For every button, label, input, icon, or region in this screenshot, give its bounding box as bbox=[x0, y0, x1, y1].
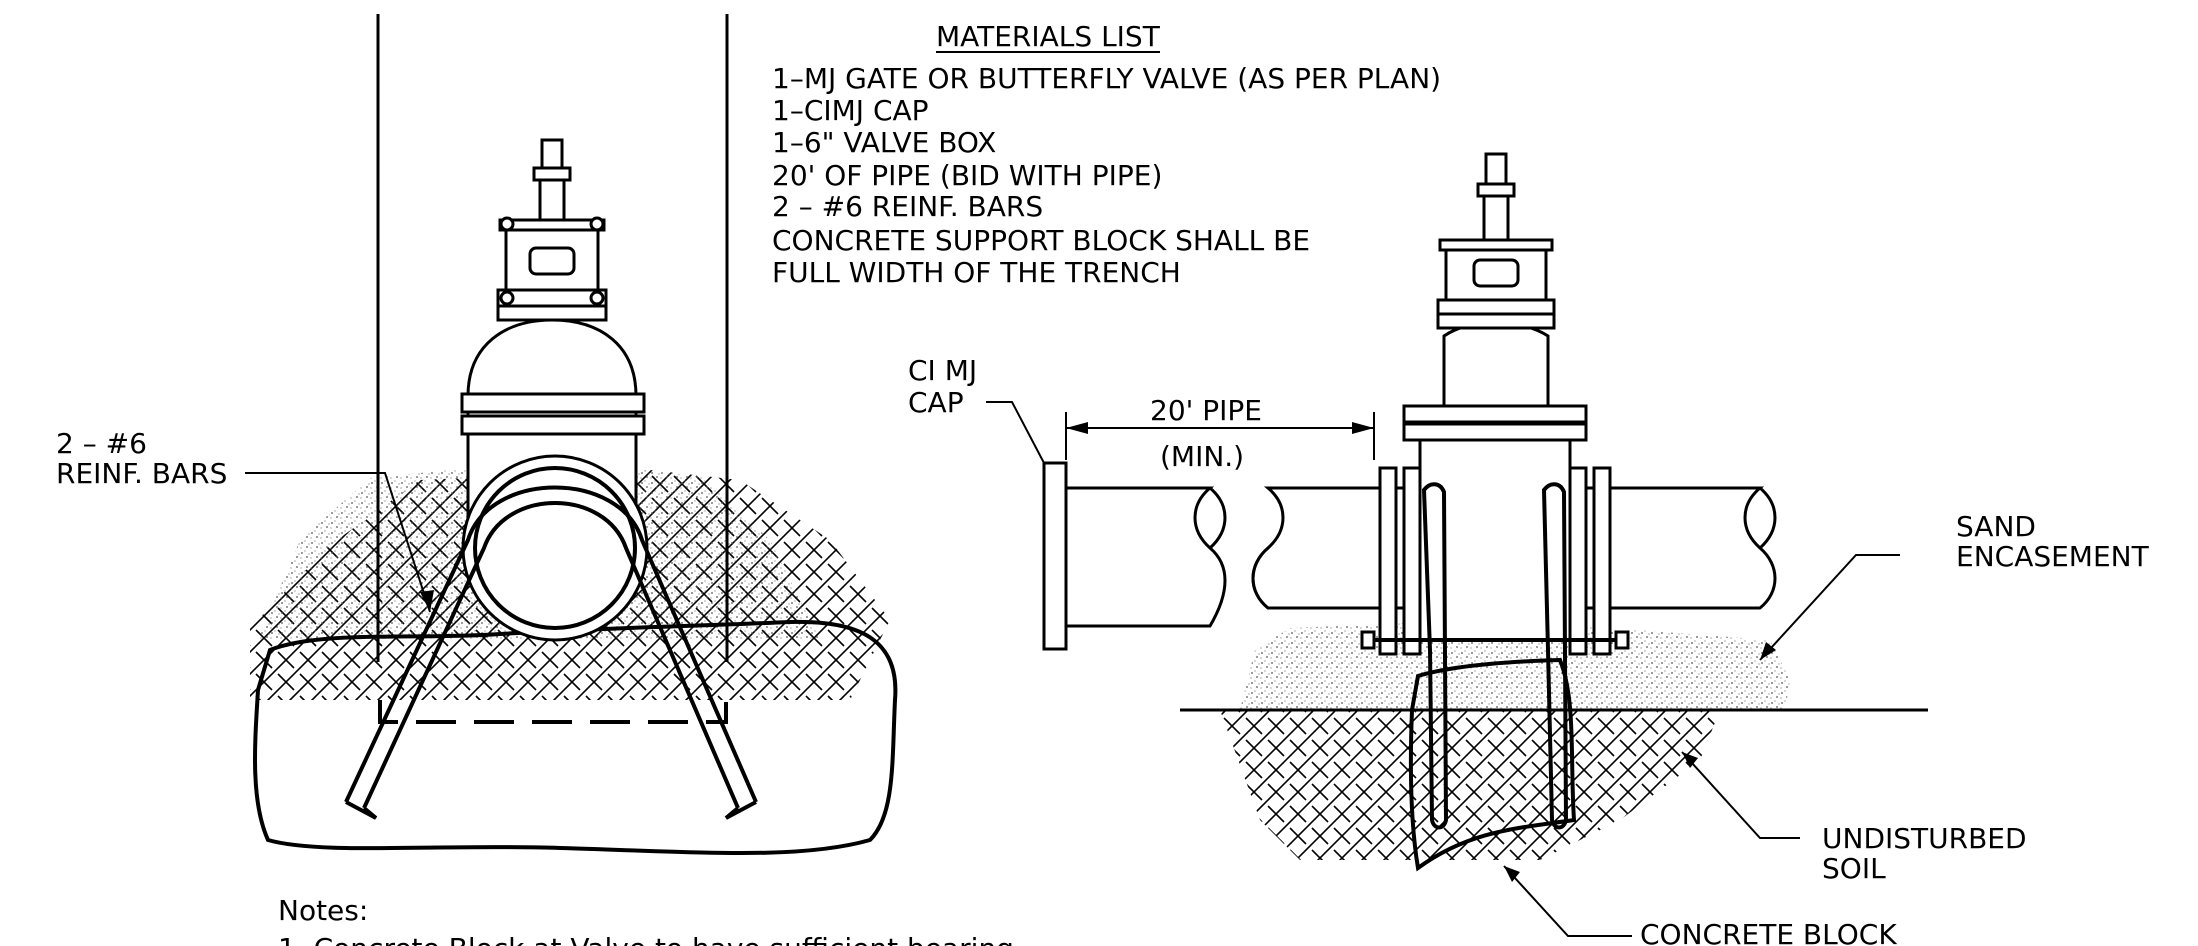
sand-encasement-right bbox=[1240, 622, 1790, 710]
reinf-bars-elevation bbox=[1421, 482, 1569, 830]
pipe-section-inner bbox=[473, 466, 637, 630]
materials-title: MATERIALS LIST bbox=[936, 20, 1161, 53]
notes-heading: Notes: bbox=[278, 894, 368, 927]
undisturbed-soil-label-line2: SOIL bbox=[1822, 852, 1886, 885]
materials-item: 2 – #6 REINF. BARS bbox=[772, 190, 1043, 223]
soil-hatch-right bbox=[1220, 710, 1720, 860]
pipe-left-segment bbox=[1064, 486, 1227, 628]
pipe-dimension-sublabel: (MIN.) bbox=[1160, 440, 1244, 473]
materials-item: 20' OF PIPE (BID WITH PIPE) bbox=[772, 159, 1162, 192]
pipe-section-outer bbox=[461, 454, 649, 642]
cap-label-line2: CAP bbox=[908, 386, 964, 419]
concrete-block-label: CONCRETE BLOCK bbox=[1640, 918, 1897, 946]
reinf-bars-label-line1: 2 – #6 bbox=[56, 427, 147, 460]
section-view bbox=[245, 14, 898, 855]
undisturbed-soil-label-line1: UNDISTURBED bbox=[1822, 822, 2027, 855]
sand-encasement-label-line2: ENCASEMENT bbox=[1956, 540, 2150, 573]
materials-item: 1–6" VALVE BOX bbox=[772, 126, 996, 159]
pipe-dimension-label: 20' PIPE bbox=[1150, 394, 1262, 427]
reinf-bars-label-line2: REINF. BARS bbox=[56, 457, 227, 490]
notes-line-1: 1. Concrete Block at Valve to have suffi… bbox=[278, 932, 1014, 946]
materials-item: 1–CIMJ CAP bbox=[772, 94, 929, 127]
reinf-bars-section bbox=[344, 485, 758, 820]
ci-mj-cap bbox=[1042, 461, 1068, 651]
elevation-view bbox=[986, 152, 1928, 937]
materials-item: CONCRETE SUPPORT BLOCK SHALL BE bbox=[772, 224, 1310, 257]
cap-label-line1: CI MJ bbox=[908, 354, 977, 387]
sand-encasement-label-line1: SAND bbox=[1956, 510, 2036, 543]
materials-item: 1–MJ GATE OR BUTTERFLY VALVE (AS PER PLA… bbox=[772, 62, 1441, 95]
concrete-block-right bbox=[1408, 657, 1577, 872]
materials-item: FULL WIDTH OF THE TRENCH bbox=[772, 256, 1181, 289]
materials-list: MATERIALS LIST 1–MJ GATE OR BUTTERFLY VA… bbox=[772, 20, 1441, 289]
